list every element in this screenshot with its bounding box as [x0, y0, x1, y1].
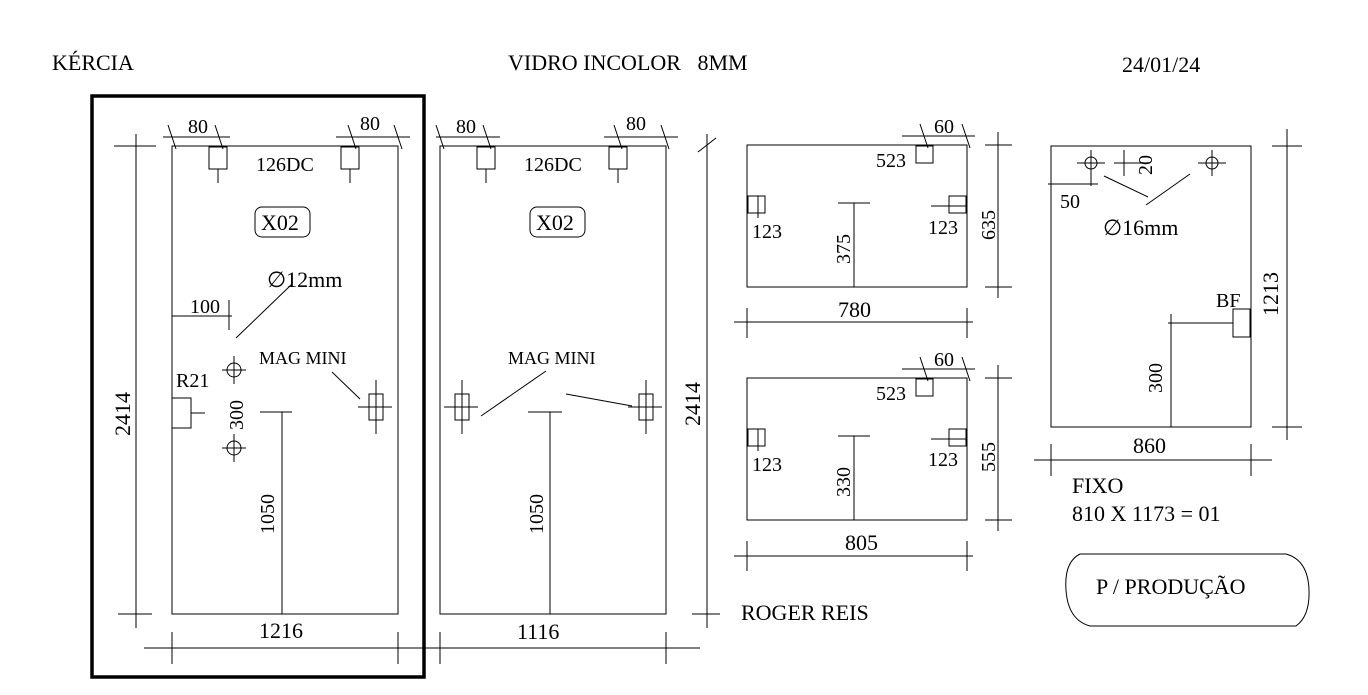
panel-fixed-quantity: 810 X 1173 = 01 — [1072, 501, 1220, 526]
door-right-outline — [439, 145, 667, 615]
panel-fixed-title: FIXO — [1072, 473, 1123, 498]
panel-top-fitting-right: 123 — [928, 217, 958, 239]
panel-fixed-fitting-label: BF — [1216, 290, 1240, 312]
panel-fixed-height: 1213 — [1258, 272, 1283, 316]
door-left-hinge-code: 126DC — [256, 154, 314, 176]
panel-bottom-fitting-top: 523 — [876, 383, 906, 405]
door-right-code-box — [529, 206, 586, 238]
panel-top-height: 635 — [978, 210, 1000, 240]
door-right-magnet-label: MAG MINI — [508, 348, 596, 368]
panel-bottom-height: 555 — [978, 442, 1000, 472]
door-left-hole-offset: 100 — [190, 296, 220, 318]
panel-top: 60 523 123 123 375 635 780 — [734, 116, 1012, 338]
door-left-hole-diameter: ∅12mm — [267, 267, 342, 292]
panel-fixed-offset-left: 50 — [1060, 191, 1080, 213]
panel-fixed-hole-diameter: ∅16mm — [1103, 215, 1178, 240]
client-name: KÉRCIA — [52, 50, 134, 75]
door-right-height: 2414 — [680, 382, 705, 426]
production-stamp: P / PRODUÇÃO — [1096, 574, 1246, 599]
door-left-handle-height: 1050 — [257, 494, 279, 534]
panel-top-outline — [746, 144, 968, 288]
door-right-hinge-code: 126DC — [524, 154, 582, 176]
door-right-handle-height: 1050 — [526, 494, 548, 534]
door-right-hinge-offset-left: 80 — [456, 116, 476, 138]
production-stamp-box — [1065, 553, 1310, 627]
hinge-fitting — [476, 146, 496, 170]
panel-fitting — [747, 428, 766, 447]
panel-fitting — [948, 428, 967, 447]
panel-bottom-outline — [746, 377, 968, 521]
panel-bottom-fitting-right: 123 — [928, 449, 958, 471]
panel-fitting — [1232, 308, 1251, 338]
panel-bottom-width: 805 — [845, 530, 878, 555]
panel-top-fitting-top: 523 — [876, 150, 906, 172]
panel-top-fitting-left: 123 — [752, 221, 782, 243]
panel-fixed-fitting-height: 300 — [1145, 363, 1167, 393]
panel-bottom-center-height: 330 — [833, 467, 855, 497]
panel-fitting — [948, 195, 967, 214]
door-left-height: 2414 — [110, 392, 135, 436]
drawing-date: 24/01/24 — [1122, 52, 1200, 77]
door-left-outline — [171, 145, 399, 615]
panel-fitting — [747, 195, 766, 214]
panel-bottom: 60 523 123 123 330 555 805 — [734, 349, 1012, 571]
door-right-hinge-offset-right: 80 — [626, 113, 646, 135]
panel-fitting — [915, 145, 934, 164]
author-name: ROGER REIS — [741, 600, 869, 625]
door-right: 80 80 126DC X02 MAG MINI 1050 2414 1116 — [414, 113, 720, 664]
door-right-code: X02 — [536, 210, 574, 235]
door-left-lock-label: R21 — [176, 370, 209, 392]
panel-fixed: 50 20 ∅16mm BF 300 1213 860 FIXO 810 X 1… — [1034, 129, 1302, 526]
material-title: VIDRO INCOLOR 8MM — [508, 50, 748, 75]
door-right-width: 1116 — [517, 619, 559, 644]
panel-bottom-offset: 60 — [934, 349, 954, 371]
door-left-magnet-label: MAG MINI — [259, 348, 347, 368]
door-left-hinge-offset-left: 80 — [188, 116, 208, 138]
door-left-lock-spacing: 300 — [226, 400, 248, 430]
door-left-code-box — [254, 206, 311, 238]
door-left-code: X02 — [261, 210, 299, 235]
lock-recess — [171, 397, 192, 429]
hinge-fitting — [340, 146, 360, 170]
panel-fitting — [915, 378, 934, 397]
hinge-fitting — [608, 146, 628, 170]
panel-fixed-outline — [1050, 145, 1252, 428]
panel-top-offset: 60 — [934, 116, 954, 138]
panel-bottom-fitting-left: 123 — [752, 454, 782, 476]
selection-frame — [90, 94, 426, 679]
panel-top-center-height: 375 — [833, 234, 855, 264]
panel-fixed-offset-top: 20 — [1135, 155, 1157, 175]
door-left-width: 1216 — [259, 618, 303, 643]
hinge-fitting — [208, 146, 228, 170]
door-left: 80 80 126DC X02 ∅12mm 100 R21 300 1050 — [110, 113, 420, 664]
panel-fixed-width: 860 — [1133, 433, 1166, 458]
panel-top-width: 780 — [838, 297, 871, 322]
door-left-hinge-offset-right: 80 — [360, 113, 380, 135]
